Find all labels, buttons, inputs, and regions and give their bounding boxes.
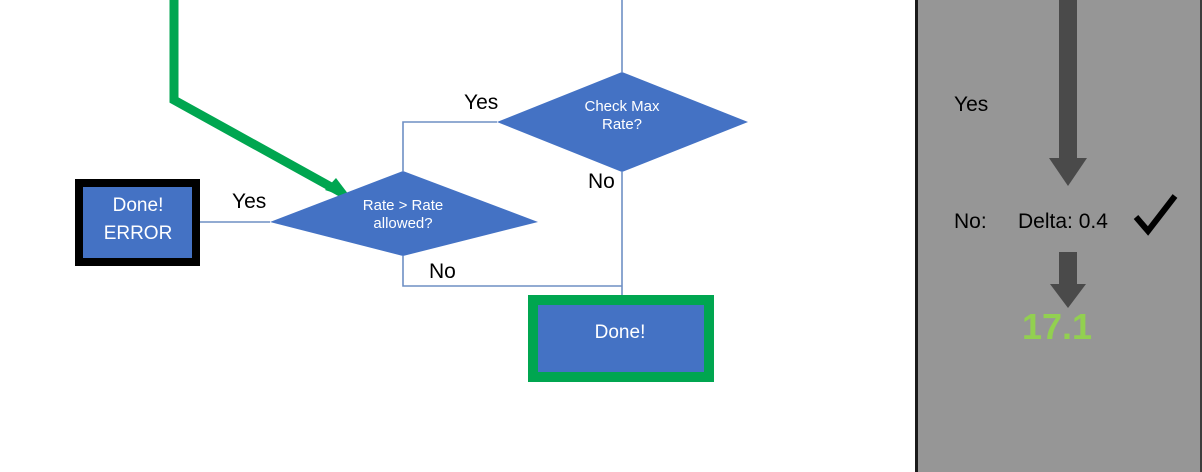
panel-no-label: No: <box>954 210 987 233</box>
edge-label-no-check-max: No <box>588 170 615 193</box>
decision-check-max-rate[interactable] <box>497 72 748 172</box>
right-gray-panel: Yes No: Delta: 0.4 17.1 <box>915 0 1202 472</box>
edge-label-yes-check-max: Yes <box>464 91 499 114</box>
panel-yes-label: Yes <box>954 93 989 116</box>
edge-label-yes-rate: Yes <box>232 190 267 213</box>
panel-graphics <box>1049 0 1087 308</box>
connector-lines <box>200 0 623 295</box>
node-done-error[interactable] <box>75 179 200 266</box>
checkmark-icon <box>1133 194 1178 236</box>
panel-delta-value: Delta: 0.4 <box>1018 210 1108 233</box>
down-arrow-long <box>1049 0 1087 186</box>
node-done[interactable] <box>528 295 714 382</box>
connector-yes-to-rate <box>402 121 497 171</box>
highlight-path-green <box>169 0 352 199</box>
panel-result-value: 17.1 <box>1022 306 1093 347</box>
down-arrow-short <box>1050 252 1086 308</box>
connector-no-rate-to-done <box>402 256 622 287</box>
decision-rate-gt-rate-allowed[interactable] <box>270 171 538 256</box>
edge-label-no-rate: No <box>429 260 456 283</box>
